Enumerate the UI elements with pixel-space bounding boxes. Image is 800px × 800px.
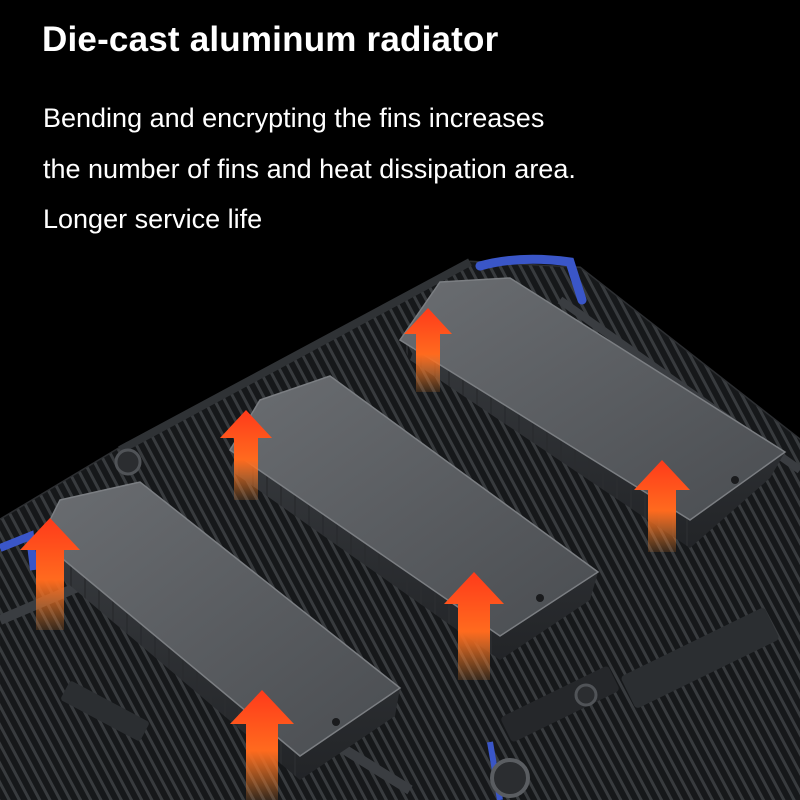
- heat-arrow-icon: [444, 572, 504, 680]
- description-line: Longer service life: [43, 204, 263, 234]
- heat-arrow-icon: [404, 308, 452, 392]
- description-line: Bending and encrypting the fins increase…: [43, 103, 545, 133]
- headline: Die-cast aluminum radiator: [42, 20, 499, 59]
- heat-arrow-icon: [634, 460, 690, 552]
- heat-arrow-icon: [220, 410, 272, 500]
- description-line: the number of fins and heat dissipation …: [43, 154, 576, 184]
- heat-arrow-icon: [20, 518, 80, 630]
- heat-sink-module: [228, 375, 600, 660]
- heat-sink-module: [398, 277, 787, 548]
- heat-arrow-icon: [230, 690, 294, 800]
